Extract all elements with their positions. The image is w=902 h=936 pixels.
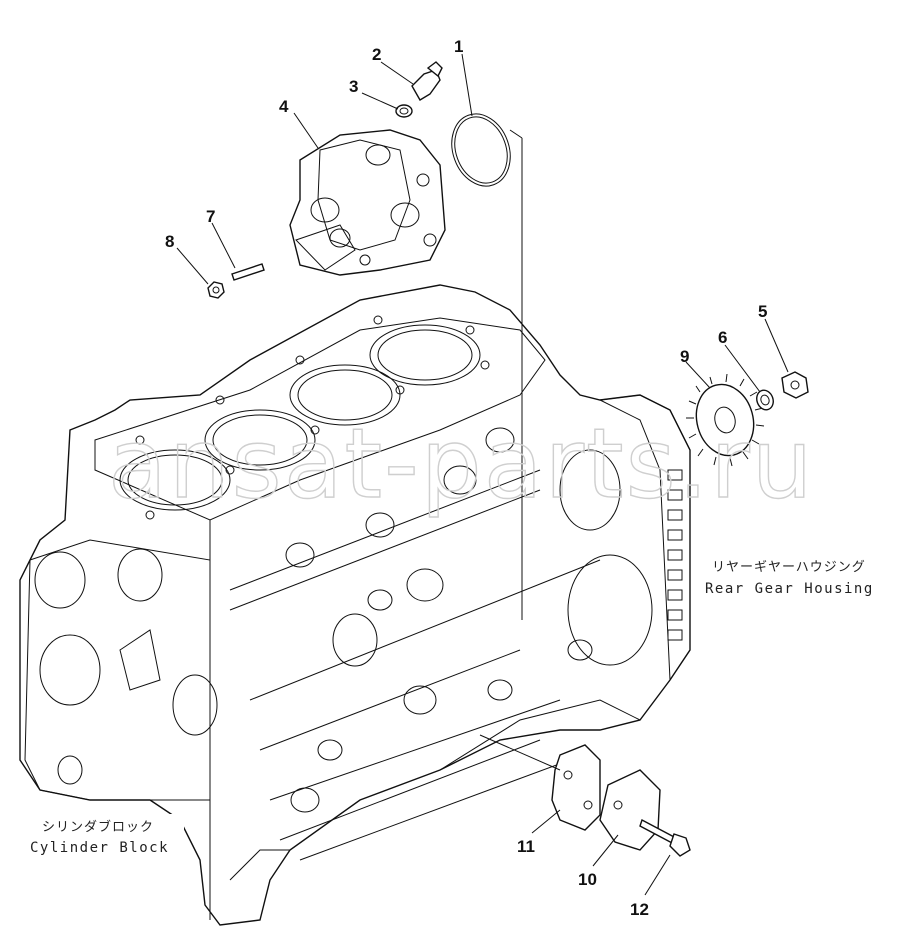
callout-1: 1: [454, 37, 463, 56]
callout-numbers: 1 2 3 4 5 6 7 8 9 10 11 12: [165, 37, 767, 919]
callout-8: 8: [165, 232, 174, 251]
callout-5: 5: [758, 302, 767, 321]
part-2-fitting: [411, 61, 443, 101]
callout-10: 10: [578, 870, 597, 889]
callout-7: 7: [206, 207, 215, 226]
component-labels: シリンダブロック Cylinder Block リヤーギヤーハウジング Rear…: [30, 560, 874, 856]
callout-3: 3: [349, 77, 358, 96]
callout-4: 4: [279, 97, 289, 116]
rear-gear-housing-label-en: Rear Gear Housing: [705, 581, 874, 597]
rear-gear-housing-label-jp: リヤーギヤーハウジング: [712, 560, 866, 575]
callout-11: 11: [517, 837, 535, 856]
callout-2: 2: [372, 45, 381, 64]
part-11-gasket: [551, 744, 601, 831]
part-9-gear: [686, 373, 765, 467]
part-7-stud: [231, 263, 265, 281]
cylinder-block-label-en: Cylinder Block: [30, 840, 169, 856]
part-3-washer: [395, 104, 413, 118]
part-12-bolt: [639, 818, 691, 857]
watermark: ansat-parts.ru: [108, 408, 815, 520]
part-4-supply-pump: [289, 129, 446, 276]
callout-9: 9: [680, 347, 689, 366]
part-10-cover: [599, 769, 661, 851]
callout-12: 12: [630, 900, 649, 919]
leader-lines: [176, 53, 789, 896]
cylinder-block-label-jp: シリンダブロック: [42, 819, 154, 835]
part-1-o-ring: [451, 113, 511, 187]
cylinder-block-label-bg: [34, 814, 184, 856]
part-6-washer: [756, 389, 774, 411]
part-5-nut: [781, 371, 809, 399]
part-8-nut: [207, 281, 225, 299]
callout-6: 6: [718, 328, 727, 347]
